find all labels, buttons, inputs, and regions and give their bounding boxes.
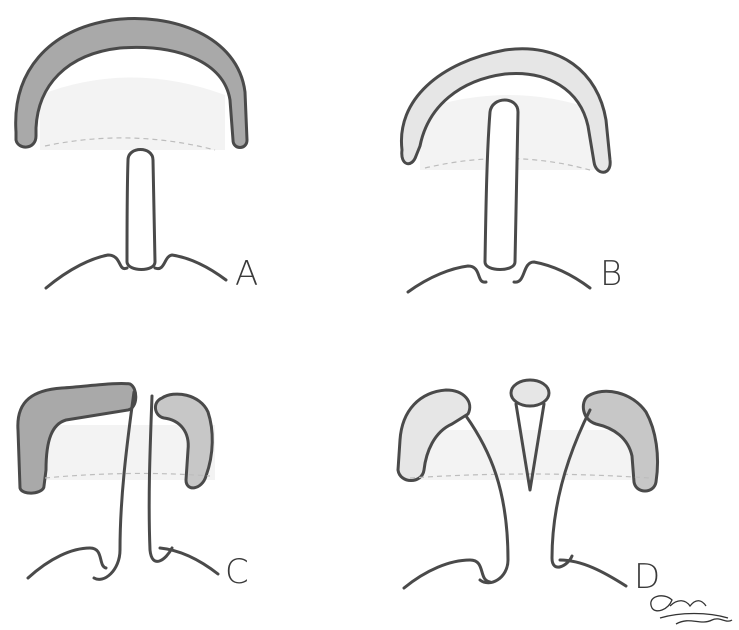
- panel-c-base-left: [28, 548, 106, 578]
- panel-a-label: A: [235, 254, 258, 294]
- panel-a: A: [16, 19, 259, 295]
- panel-a-stem: [127, 150, 155, 270]
- panel-b-base-right: [514, 262, 590, 288]
- panel-c-left-stem: [94, 392, 134, 579]
- panel-b-stem: [485, 100, 518, 270]
- panel-d-center-knob: [511, 380, 549, 406]
- panel-a-base-right: [155, 255, 226, 280]
- artist-signature: [651, 596, 732, 624]
- panel-c-label: C: [225, 552, 249, 592]
- panel-c: C: [18, 383, 249, 592]
- panel-d-label: D: [634, 557, 660, 597]
- panel-a-haze: [40, 78, 225, 151]
- panel-d: D: [398, 380, 660, 597]
- panel-b-base-left: [408, 266, 486, 292]
- panel-b-label: B: [600, 254, 622, 294]
- panel-a-base-left: [46, 255, 127, 288]
- panel-b: B: [401, 49, 622, 294]
- panel-d-base-left: [404, 560, 490, 588]
- panel-d-base-right: [560, 560, 626, 586]
- panel-d-haze: [410, 430, 650, 480]
